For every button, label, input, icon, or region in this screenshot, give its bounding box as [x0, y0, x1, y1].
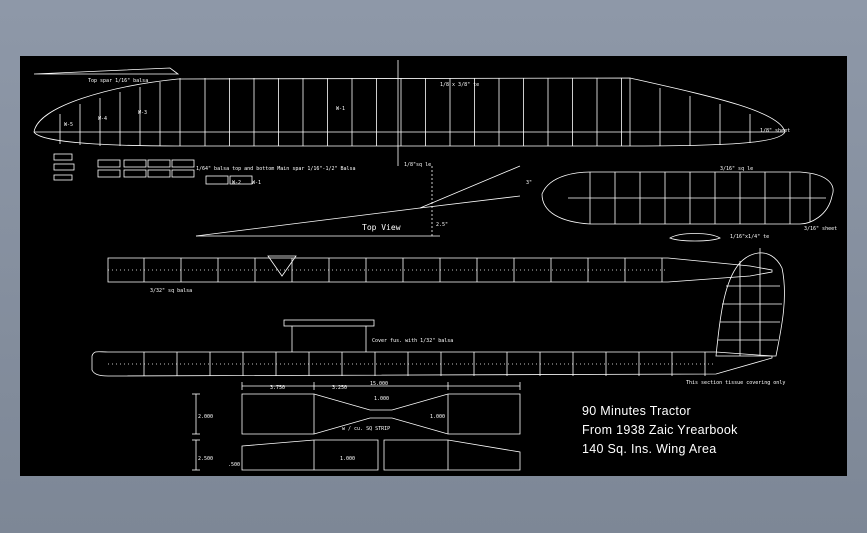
label-dim-3750: 3.750 — [270, 385, 285, 391]
label-w1: W-1 — [336, 106, 345, 112]
label-dim-15000: 15.000 — [370, 381, 388, 387]
model-plans-drawing: Top spar 1/16" balsa W-5 W-4 W-3 W-1 1/8… — [33, 60, 837, 471]
label-dim-3250: 3.250 — [332, 385, 347, 391]
label-le-sq: 1/8"sq le — [404, 162, 431, 168]
title-line-3: 140 Sq. Ins. Wing Area — [582, 442, 716, 456]
label-dim-2500: 2.500 — [198, 456, 213, 462]
label-dim-25: 2.5" — [436, 222, 448, 228]
label-w2: W-2 — [232, 180, 241, 186]
label-dim-1000c: 1.000 — [340, 456, 355, 462]
label-dim-1000b: 1.000 — [430, 414, 445, 420]
drawing-labels: Top spar 1/16" balsa W-5 W-4 W-3 W-1 1/8… — [64, 78, 837, 468]
fuselage-top — [107, 255, 773, 283]
label-section-note: This section tissue covering only — [686, 380, 785, 386]
label-cover-fus: Cover fus. with 1/32" balsa — [372, 338, 453, 344]
label-dim-2000: 2.000 — [198, 414, 213, 420]
title-line-1: 90 Minutes Tractor — [582, 404, 691, 418]
label-w1b: W-1 — [252, 180, 261, 186]
stabilizer-planform — [541, 171, 834, 242]
label-dim-3: 3" — [526, 180, 532, 186]
propeller-blanks — [192, 382, 521, 471]
label-w3: W-3 — [138, 110, 147, 116]
title-line-2: From 1938 Zaic Yrearbook — [582, 423, 738, 437]
label-fin-te: 1/16"x1/4" te — [730, 234, 769, 240]
label-w4: W-4 — [98, 116, 107, 122]
rib-parts — [53, 153, 253, 185]
label-stab-le: 3/16" sq le — [720, 166, 753, 172]
label-dim-0500: .500 — [228, 462, 240, 468]
vertical-fin — [715, 248, 785, 357]
label-top-te: 1/8 x 3/8" te — [440, 82, 479, 88]
label-top-spar: Top spar 1/16" balsa — [88, 78, 148, 84]
top-view-dihedral — [195, 165, 521, 237]
cad-drawing-canvas: Top spar 1/16" balsa W-5 W-4 W-3 W-1 1/8… — [20, 56, 847, 476]
label-prop-note: w / cu. SQ STRIP — [342, 426, 390, 432]
title-block: 90 Minutes Tractor From 1938 Zaic Yrearb… — [582, 404, 738, 456]
label-sheet-1-8: 1/8" sheet — [760, 128, 790, 134]
label-fus-sq: 3/32" sq balsa — [150, 288, 192, 294]
fuselage-side — [91, 319, 773, 377]
label-top-view: Top View — [362, 223, 401, 232]
label-w5: W-5 — [64, 122, 73, 128]
label-stab-sheet: 3/16" sheet — [804, 226, 837, 232]
label-main-spar: 1/64" balsa top and bottom Main spar 1/1… — [196, 166, 356, 172]
label-dim-1000a: 1.000 — [374, 396, 389, 402]
wing-planform — [33, 60, 786, 166]
